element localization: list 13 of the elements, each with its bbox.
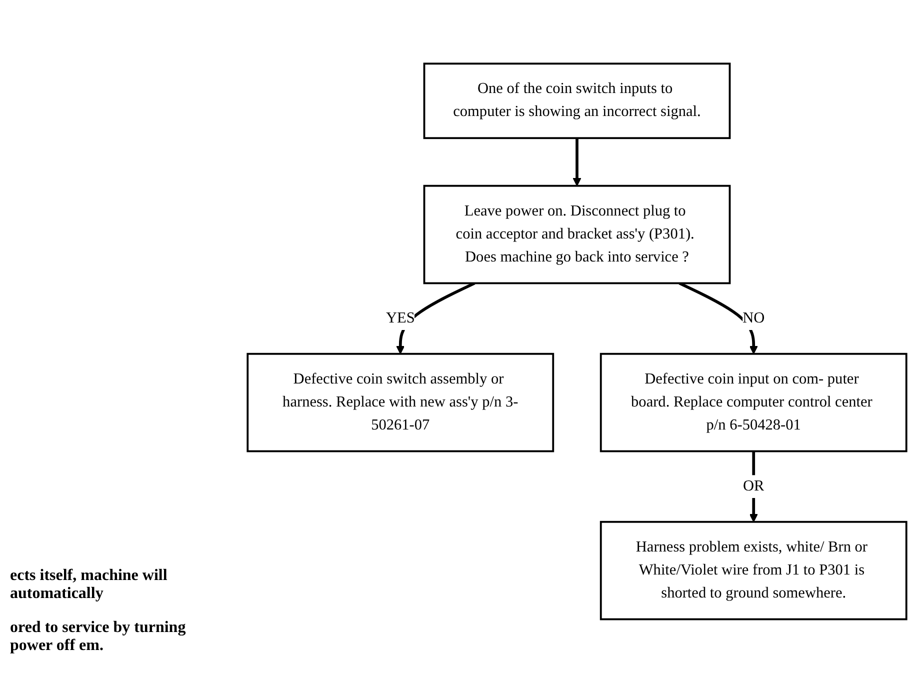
node-box: Defective coin input on com- puter board. Replace computer control center p/n 6-50428-01 — [600, 352, 908, 452]
edge-label: YES — [386, 310, 415, 326]
arrow — [678, 282, 758, 354]
node-box: Defective coin switch assembly or harness. Replace with new ass'y p/n 3-50261-07 — [246, 352, 554, 452]
arrow — [749, 451, 758, 522]
node-box: Harness problem exists, white/ Brn or White/Violet wire from J1 to P301 is shorted to ground somewhere. — [600, 520, 908, 620]
note-text: ects itself, machine will automatically — [10, 567, 168, 603]
edge-label: OR — [743, 478, 764, 494]
edge-label: NO — [742, 310, 765, 326]
arrow — [572, 138, 582, 186]
note-text: ored to service by turning power off em. — [10, 619, 187, 655]
node-box: Leave power on. Disconnect plug to coin acceptor and bracket ass'y (P301). Does machine go back into service ? — [423, 184, 731, 284]
node-box: One of the coin switch inputs to computer is showing an incorrect signal. — [423, 62, 731, 140]
